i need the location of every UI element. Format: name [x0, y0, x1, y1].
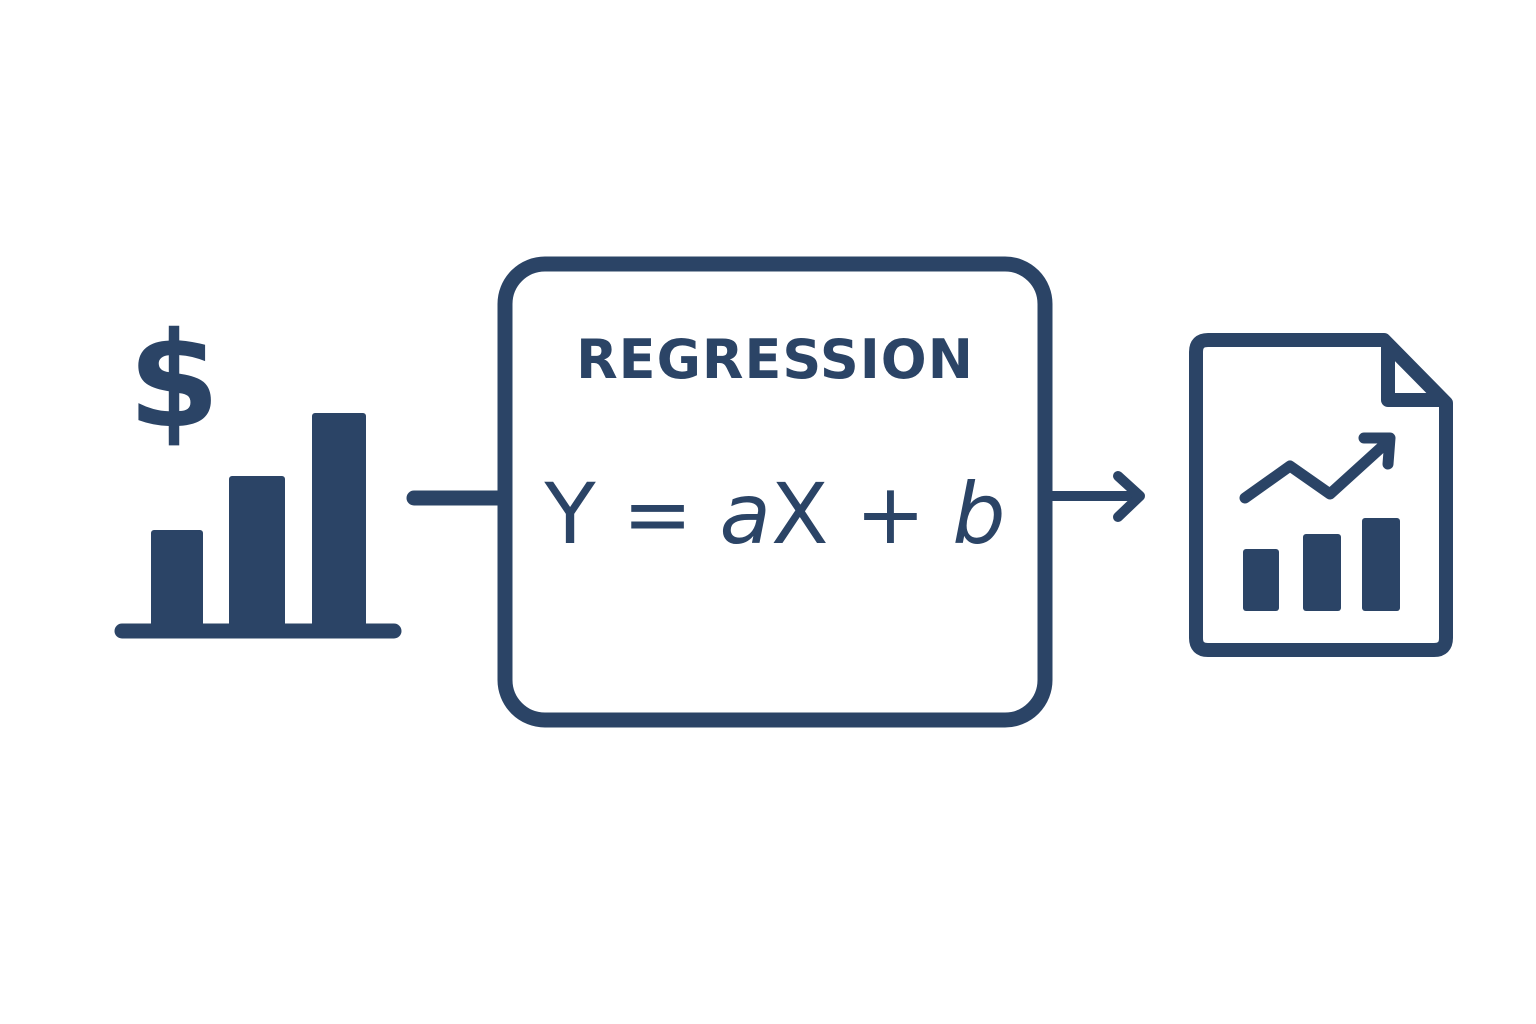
regression-formula: Y = aX + b — [505, 466, 1045, 562]
report-bar-1 — [1243, 549, 1279, 611]
trend-line — [1239, 439, 1390, 504]
input-chart-bar-1 — [151, 530, 203, 631]
report-bar-3 — [1362, 518, 1400, 611]
output-arrow-head — [1113, 471, 1145, 522]
report-bar-2 — [1303, 534, 1341, 611]
formula-x: X — [770, 465, 829, 563]
formula-b: b — [952, 465, 1006, 563]
formula-equals: = — [622, 465, 693, 563]
formula-plus: + — [855, 465, 926, 563]
formula-y: Y — [544, 465, 596, 563]
formula-a: a — [719, 465, 771, 563]
regression-title: REGRESSION — [576, 328, 974, 391]
input-chart-bar-2 — [229, 476, 285, 631]
output-arrow — [1040, 471, 1145, 522]
document-outline — [1189, 333, 1453, 657]
dollar-sign-icon: $ — [128, 304, 220, 458]
report-document-icon — [1189, 333, 1453, 657]
input-chart-icon — [114, 413, 402, 639]
input-chart-bar-3 — [312, 413, 366, 631]
trend-arrow-head — [1358, 432, 1396, 470]
document-folded-corner — [1381, 344, 1442, 407]
